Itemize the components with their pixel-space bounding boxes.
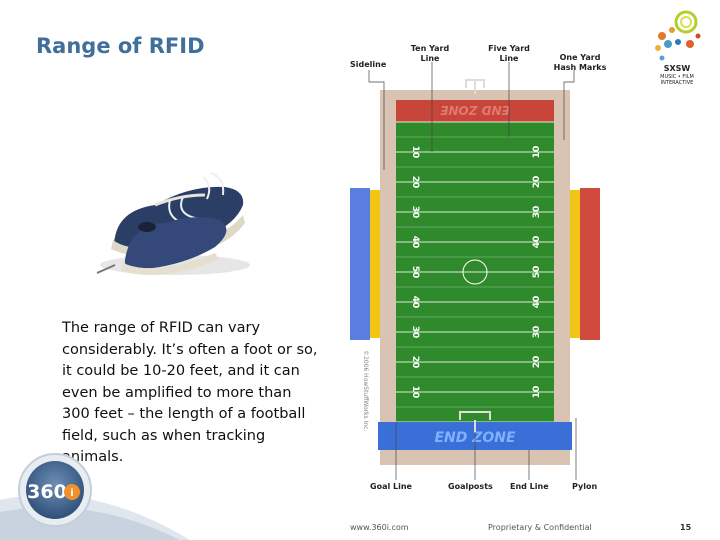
footer-website: www.360i.com <box>350 523 409 532</box>
end-zone-top-text: END ZONE <box>439 103 509 117</box>
svg-text:20: 20 <box>410 176 420 189</box>
svg-text:40: 40 <box>532 296 542 309</box>
end-zone-top <box>396 100 554 122</box>
sneakers-image <box>96 172 250 275</box>
label-five-yard-line: Five Yard Line <box>488 44 530 63</box>
svg-text:50: 50 <box>532 266 542 279</box>
label-goalposts: Goalposts <box>448 482 493 491</box>
svg-text:20: 20 <box>532 176 542 189</box>
svg-text:30: 30 <box>410 326 420 339</box>
label-ten-yard-line: Ten Yard Line <box>410 44 450 63</box>
label-pylon: Pylon <box>572 482 598 491</box>
stands-right <box>580 188 600 340</box>
footer-confidential: Proprietary & Confidential <box>488 523 592 532</box>
svg-text:20: 20 <box>410 356 420 369</box>
svg-text:50: 50 <box>410 266 420 279</box>
label-goal-line: Goal Line <box>370 482 412 491</box>
sxsw-wordmark: SXSW <box>663 64 691 73</box>
body-paragraph: The range of RFID can vary considerably.… <box>62 320 318 465</box>
svg-text:40: 40 <box>410 296 420 309</box>
svg-text:20: 20 <box>532 356 542 369</box>
football-field-diagram: END ZONE 10 20 30 40 50 40 30 20 <box>350 62 600 480</box>
svg-text:10: 10 <box>532 146 542 159</box>
logo-360-text: 360 <box>27 481 67 503</box>
copyright-text: ©2006 HowStuffWorks Inc. <box>362 350 369 431</box>
page-number: 15 <box>680 523 692 532</box>
svg-text:40: 40 <box>532 236 542 249</box>
logo-360-suffix: i <box>70 488 73 499</box>
svg-text:10: 10 <box>532 386 542 399</box>
label-end-line: End Line <box>510 482 549 491</box>
360i-logo: 360 i <box>0 453 190 540</box>
svg-text:10: 10 <box>410 146 420 159</box>
page-title: Range of RFID <box>36 34 205 58</box>
sxsw-line1: MUSIC • FILM <box>660 74 694 80</box>
sxsw-logo <box>655 10 701 61</box>
svg-text:40: 40 <box>410 236 420 249</box>
label-sideline: Sideline <box>350 60 387 69</box>
sxsw-line2: INTERACTIVE <box>660 80 694 86</box>
svg-text:30: 30 <box>532 326 542 339</box>
label-one-yard-hash: One Yard Hash Marks <box>553 53 607 72</box>
svg-text:30: 30 <box>410 206 420 219</box>
svg-text:10: 10 <box>410 386 420 399</box>
svg-text:30: 30 <box>532 206 542 219</box>
